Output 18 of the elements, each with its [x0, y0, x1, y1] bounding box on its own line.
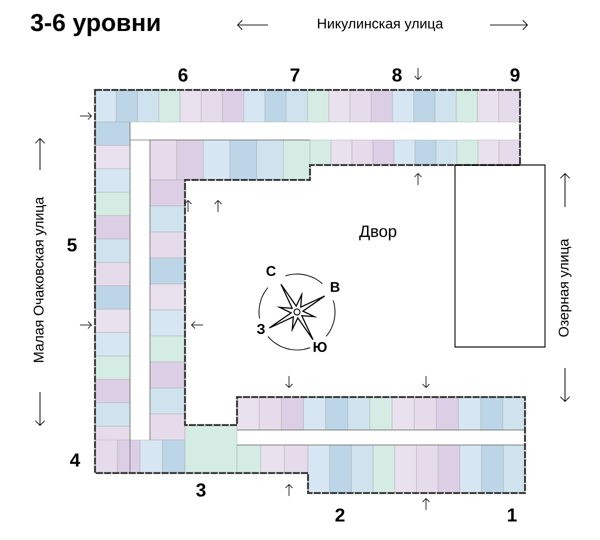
compass-letter: В — [330, 282, 340, 292]
section-number: 3 — [196, 483, 206, 497]
street-name: Озерная улица — [558, 238, 572, 337]
section-number: 2 — [335, 508, 344, 522]
compass-letter: С — [266, 266, 276, 276]
section-number: 7 — [290, 68, 300, 82]
section-number: 5 — [67, 238, 77, 252]
courtyard-label: Двор — [359, 226, 396, 240]
section-number: 4 — [70, 454, 80, 466]
title: 3-6 уровни — [30, 14, 160, 36]
section-number: 8 — [392, 68, 402, 82]
section-number: 9 — [510, 68, 520, 82]
compass-letter: З — [256, 324, 265, 334]
street-name: Никулинская улица — [318, 18, 444, 32]
section-number: 6 — [178, 68, 188, 82]
section-number: 1 — [508, 508, 517, 522]
street-name: Малая Очаковская улица — [34, 196, 46, 362]
compass-letter: Ю — [314, 342, 327, 352]
